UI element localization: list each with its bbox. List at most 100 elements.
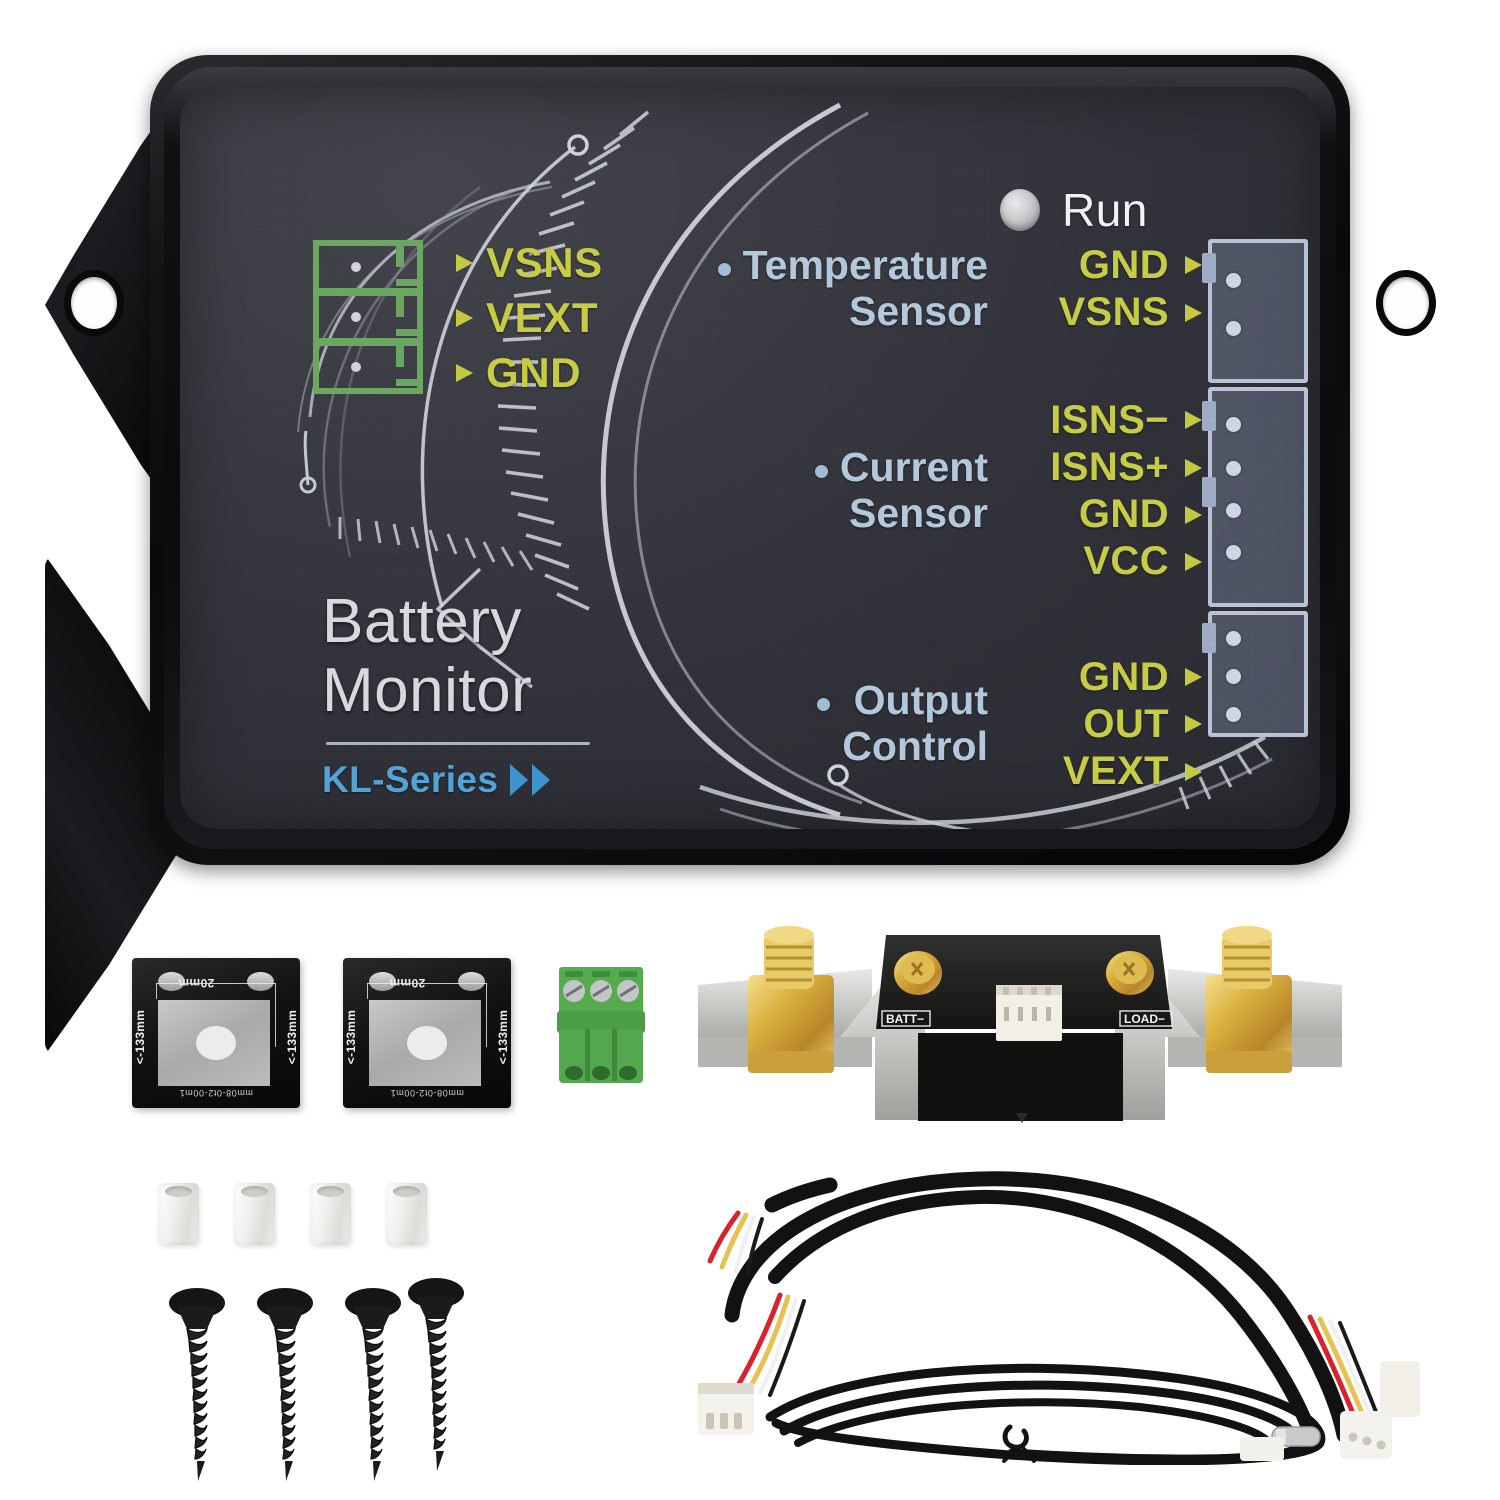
bracket-height-dimension-left: <-133mm (344, 1009, 359, 1065)
bracket-pad (369, 1000, 481, 1086)
sensor-group-label: Output Control (842, 677, 988, 770)
white-3-pin-connector-icon (1380, 1361, 1420, 1417)
arrow-right-icon (1185, 505, 1202, 524)
signal-label: OUT (1083, 701, 1169, 746)
bracket-hole (247, 972, 274, 991)
decorative-arc-graphics (297, 102, 1273, 829)
shunt-screw (894, 951, 942, 995)
signal-label: ISNS+ (1050, 445, 1169, 489)
device-shell: Run (150, 55, 1350, 865)
arrow-right-icon (1185, 303, 1202, 322)
signal-row: ISNS− (1014, 397, 1202, 442)
signal-row: VSNS (1014, 289, 1202, 334)
arrow-right-icon (1185, 256, 1202, 275)
bracket-width-dimension: 20mm (178, 976, 215, 990)
connector-segment-3pin (1202, 611, 1308, 737)
signal-label: GND (1078, 492, 1169, 537)
arrow-right-icon (1185, 552, 1202, 571)
arrow-right-icon (1185, 668, 1202, 687)
current-shunt-resistor: BATT− LOAD− (690, 925, 1350, 1140)
4-wire-harness-cable (707, 1171, 1384, 1443)
shunt-load-label: LOAD− (1124, 1012, 1165, 1026)
dimension-line (156, 983, 157, 999)
signal-row: VCC (1014, 540, 1202, 583)
run-label: Run (1062, 184, 1148, 236)
pin-label: GND (486, 349, 582, 396)
bracket-height-dimension-right: <-133mm (495, 1009, 510, 1065)
pin-label: VEXT (486, 294, 599, 341)
nylon-spacer (386, 1183, 427, 1245)
signal-label: GND (1078, 242, 1169, 287)
signal-row: OUT (1014, 701, 1202, 746)
bracket-height-dimension-left: <-133mm (133, 1009, 148, 1065)
signal-row: GND (1014, 242, 1202, 287)
double-chevron-right-icon (510, 763, 529, 796)
signal-row: GND (1014, 492, 1202, 537)
connector-segment-4pin (1202, 387, 1308, 607)
shunt-screw (1106, 951, 1154, 995)
dimension-line (367, 983, 487, 984)
pin-row-vsns: VSNS (456, 242, 603, 284)
series-label: KL-Series (322, 758, 499, 800)
arrow-right-icon (456, 364, 473, 382)
pin-label: VSNS (486, 239, 603, 286)
signal-label: ISNS− (1050, 397, 1169, 442)
bracket-width-dimension: 20mm (389, 976, 426, 990)
self-tapping-screw (165, 1285, 229, 1485)
arrow-right-icon (1185, 411, 1202, 430)
sensor-group-output-control: Output Control GND OUT VEXT (817, 655, 1202, 794)
bullet-dot-icon (814, 465, 828, 479)
sensor-group-name: Current Sensor (814, 444, 988, 537)
signal-label: VCC (1083, 539, 1169, 584)
nylon-spacer (310, 1183, 351, 1245)
dimension-line (275, 983, 276, 1047)
white-4-pin-connector-icon (698, 1383, 754, 1435)
arrow-right-icon (456, 309, 473, 327)
white-4-pin-connector-icon (1340, 1411, 1392, 1459)
sensor-group-label: Current Sensor (839, 444, 988, 537)
left-terminal-section: VSNS VEXT GND (312, 239, 603, 397)
pin-row-gnd: GND (456, 352, 603, 394)
signal-label: VSNS (1058, 289, 1169, 334)
3-pin-terminal-block-icon (312, 239, 430, 397)
device-faceplate: Run (180, 87, 1320, 829)
connector-segment-2pin (1202, 239, 1308, 383)
sensor-group-name: Output Control (817, 678, 988, 770)
pin-row-vext: VEXT (456, 297, 603, 339)
sensor-group-name: Temperature Sensor (717, 242, 988, 335)
mounting-hole-left (71, 277, 117, 329)
3-pole-screw-terminal-plug (553, 965, 649, 1085)
bullet-dot-icon (817, 698, 831, 712)
signal-row: VEXT (1014, 749, 1202, 793)
bracket-pad (158, 1000, 270, 1086)
signal-list: ISNS− ISNS+ GND VCC (1014, 397, 1202, 584)
bracket-hole (458, 972, 485, 991)
arrow-right-icon (1185, 762, 1202, 781)
arrow-right-icon (456, 254, 473, 272)
battery-monitor-device: Run (45, 55, 1455, 1055)
signal-list: GND OUT VEXT (1014, 655, 1202, 794)
brand-name-line-1: Battery (322, 587, 522, 656)
sensor-group-current: Current Sensor ISNS− ISNS+ GND (814, 397, 1202, 584)
white-3-pin-connector-icon (1240, 1437, 1284, 1461)
dimension-line (367, 983, 368, 999)
double-chevron-right-icon (532, 763, 551, 796)
shunt-terminal-stud (1206, 926, 1292, 1073)
bracket-hole (158, 972, 185, 991)
brand-name-line-2: Monitor (322, 656, 533, 726)
bracket-code: mm08-0t2-00m1 (390, 1088, 464, 1098)
4-pin-jst-header-icon (996, 985, 1062, 1041)
cable-assemblies (680, 1165, 1420, 1466)
bracket-height-dimension-right: <-133mm (284, 1009, 299, 1065)
sensor-group-label: Temperature Sensor (742, 242, 988, 334)
product-branding: Battery Monitor KL-Series (322, 587, 590, 801)
self-tapping-screw (404, 1275, 468, 1475)
shunt-batt-label: BATT− (886, 1012, 924, 1026)
led-indicator-icon (1000, 189, 1040, 231)
dimension-line (156, 983, 276, 984)
left-pin-label-list: VSNS VEXT GND (450, 242, 603, 394)
sensor-group-temperature: Temperature Sensor GND VSNS (717, 242, 1202, 335)
mounting-bracket: 20mm <-133mm <-133mm mm08-0t2-00m1 (132, 958, 300, 1108)
signal-row: GND (1014, 655, 1202, 699)
mounting-bracket: 20mm <-133mm <-133mm mm08-0t2-00m1 (343, 958, 511, 1108)
